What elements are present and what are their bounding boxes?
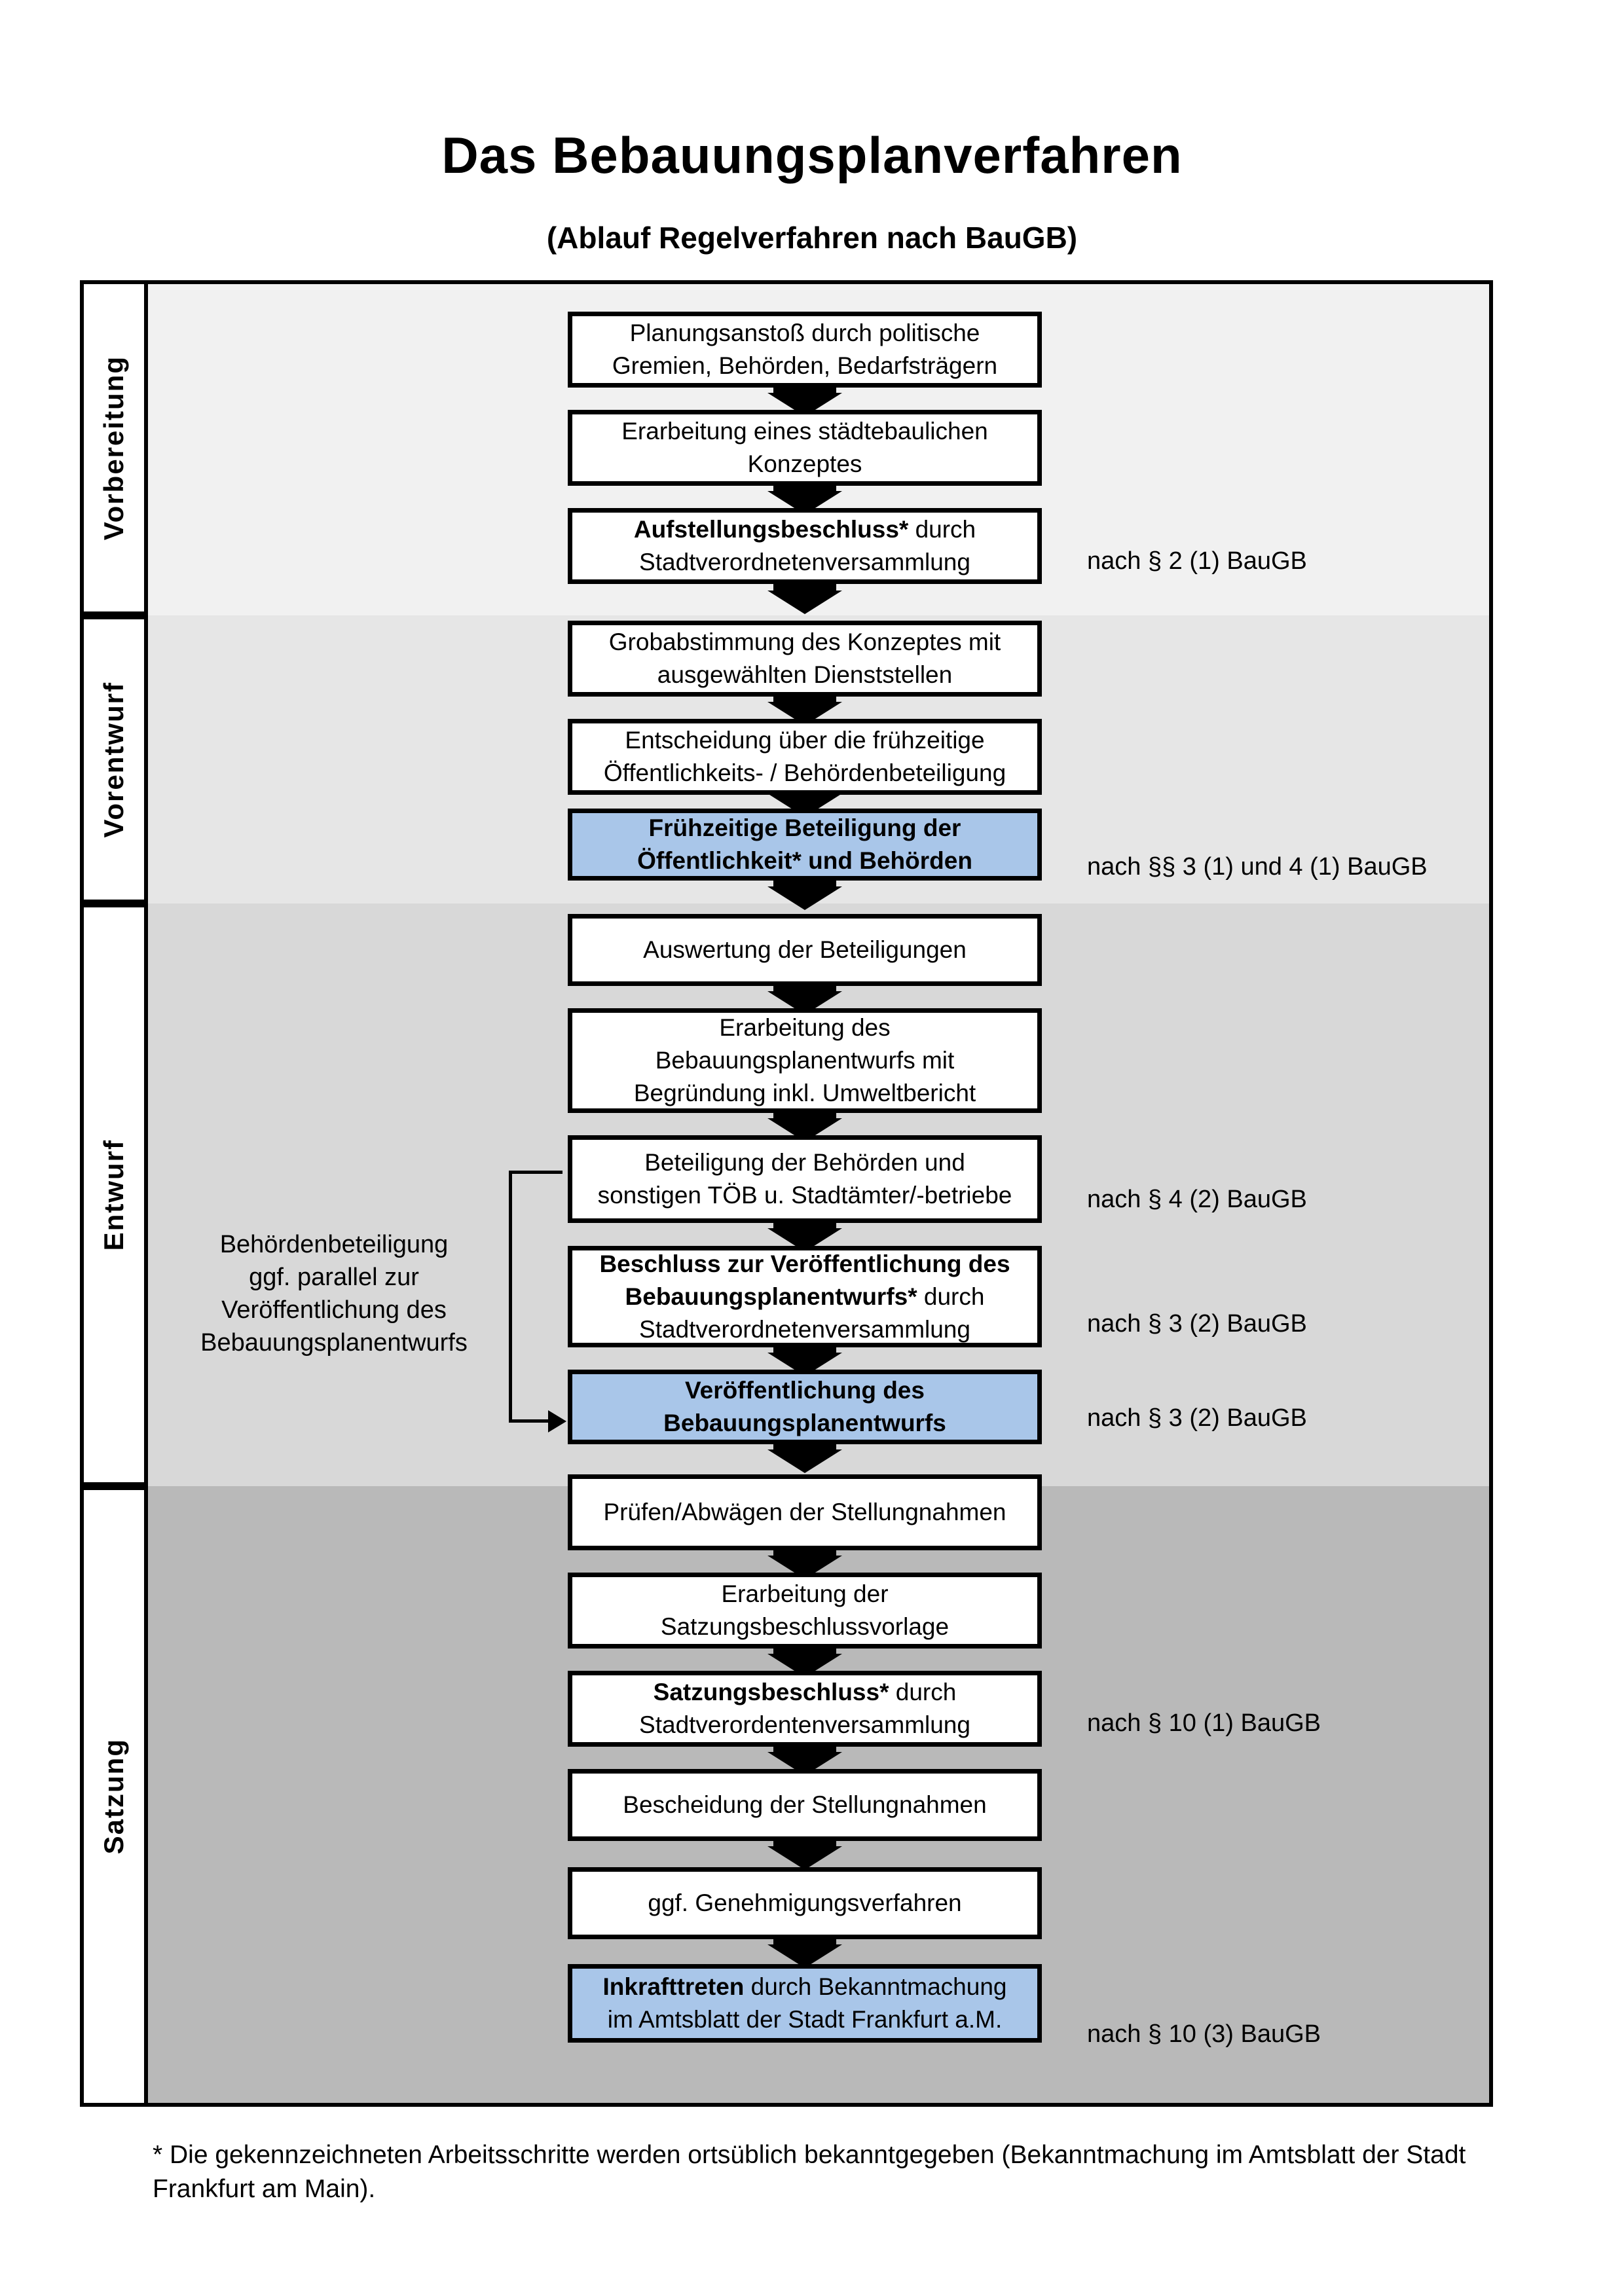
bracket-bottom-line: [509, 1419, 549, 1423]
flow-box-text: Aufstellungsbeschluss* durch Stadtverord…: [633, 516, 976, 575]
bracket-top-line: [509, 1171, 563, 1174]
flow-box-text: Entscheidung über die frühzeitige Öffent…: [603, 727, 1006, 786]
legal-reference: nach § 4 (2) BauGB: [1087, 1186, 1307, 1213]
flow-box-text: Erarbeitung der Satzungsbeschlussvorlage: [660, 1580, 950, 1640]
flow-box-entscheidung-beteiligung: Entscheidung über die frühzeitige Öffent…: [568, 719, 1042, 795]
down-arrow-icon: [767, 1440, 842, 1473]
flow-box-text: Grobabstimmung des Konzeptes mit ausgewä…: [608, 629, 1001, 688]
flow-box-text: Auswertung der Beteiligungen: [643, 936, 967, 963]
legal-reference: nach § 3 (2) BauGB: [1087, 1310, 1307, 1338]
flow-box-grobabstimmung: Grobabstimmung des Konzeptes mit ausgewä…: [568, 621, 1042, 697]
legal-reference: nach § 10 (1) BauGB: [1087, 1709, 1321, 1737]
legal-reference: nach § 10 (3) BauGB: [1087, 2020, 1321, 2048]
flow-box-text: Satzungsbeschluss* durch Stadtverordente…: [639, 1679, 970, 1738]
flow-box-text: Bescheidung der Stellungnahmen: [623, 1791, 987, 1818]
footnote: * Die gekennzeichneten Arbeitsschritte w…: [153, 2141, 1466, 2203]
flow-box-behoerdenbeteiligung: Beteiligung der Behörden und sonstigen T…: [568, 1135, 1042, 1223]
flow-box-auswertung: Auswertung der Beteiligungen: [568, 914, 1042, 986]
legal-reference: nach § 3 (2) BauGB: [1087, 1404, 1307, 1432]
flow-box-fruehzeitige-beteiligung: Frühzeitige Beteiligung der Öffentlichke…: [568, 809, 1042, 881]
bracket-vertical-line: [509, 1171, 512, 1422]
flow-box-veroeffentlichungsbeschluss: Beschluss zur Veröffentlichung des Bebau…: [568, 1246, 1042, 1347]
down-arrow-icon: [767, 581, 842, 614]
bracket-arrow-icon: [548, 1410, 566, 1432]
flow-box-text: Planungsanstoß durch politische Gremien,…: [612, 319, 998, 379]
flow-box-satzungsbeschluss: Satzungsbeschluss* durch Stadtverordente…: [568, 1671, 1042, 1747]
phase-label-text: Satzung: [98, 1738, 129, 1855]
phase-label-text: Entwurf: [98, 1139, 129, 1251]
flow-box-konzept-erarbeitung: Erarbeitung eines städtebaulichen Konzep…: [568, 410, 1042, 486]
flow-box-text: Erarbeitung eines städtebaulichen Konzep…: [621, 418, 988, 477]
flow-box-text: Frühzeitige Beteiligung der Öffentlichke…: [637, 814, 972, 874]
flow-box-text: Beschluss zur Veröffentlichung des Bebau…: [599, 1250, 1010, 1343]
flow-box-text: Inkrafttreten durch Bekanntmachung im Am…: [602, 1973, 1007, 2033]
flow-box-satzungsvorlage: Erarbeitung der Satzungsbeschlussvorlage: [568, 1573, 1042, 1649]
phase-label-entwurf: Entwurf: [80, 903, 148, 1486]
flow-box-text: Beteiligung der Behörden und sonstigen T…: [597, 1149, 1012, 1209]
phase-label-vorentwurf: Vorentwurf: [80, 615, 148, 903]
legal-reference: nach §§ 3 (1) und 4 (1) BauGB: [1087, 853, 1428, 881]
page-subtitle: (Ablauf Regelverfahren nach BauGB): [546, 221, 1078, 255]
flow-box-text: ggf. Genehmigungsverfahren: [648, 1889, 962, 1916]
flow-box-entwurf-erarbeitung: Erarbeitung des Bebauungsplanentwurfs mi…: [568, 1008, 1042, 1113]
down-arrow-icon: [767, 1837, 842, 1870]
phase-label-vorbereitung: Vorbereitung: [80, 280, 148, 615]
flow-box-genehmigungsverfahren: ggf. Genehmigungsverfahren: [568, 1867, 1042, 1939]
phase-label-text: Vorentwurf: [98, 681, 129, 838]
flow-box-inkrafttreten: Inkrafttreten durch Bekanntmachung im Am…: [568, 1964, 1042, 2043]
flow-box-text: Erarbeitung des Bebauungsplanentwurfs mi…: [633, 1014, 976, 1106]
legal-reference: nach § 2 (1) BauGB: [1087, 547, 1307, 575]
flow-box-planungsanstoss: Planungsanstoß durch politische Gremien,…: [568, 312, 1042, 388]
flow-box-text: Veröffentlichung des Bebauungsplanentwur…: [663, 1377, 946, 1436]
flow-box-text: Prüfen/Abwägen der Stellungnahmen: [603, 1499, 1006, 1525]
phase-label-text: Vorbereitung: [98, 355, 129, 541]
flow-box-bescheidung: Bescheidung der Stellungnahmen: [568, 1769, 1042, 1841]
down-arrow-icon: [767, 877, 842, 910]
side-note-behoerdenbeteiligung: Behördenbeteiligung ggf. parallel zur Ve…: [200, 1231, 468, 1357]
phase-label-satzung: Satzung: [80, 1486, 148, 2107]
flow-box-aufstellungsbeschluss: Aufstellungsbeschluss* durch Stadtverord…: [568, 508, 1042, 584]
flow-box-veroeffentlichung: Veröffentlichung des Bebauungsplanentwur…: [568, 1370, 1042, 1444]
down-arrow-icon: [767, 1935, 842, 1968]
flow-box-pruefen-abwaegen: Prüfen/Abwägen der Stellungnahmen: [568, 1474, 1042, 1550]
page-title: Das Bebauungsplanverfahren: [441, 126, 1183, 184]
